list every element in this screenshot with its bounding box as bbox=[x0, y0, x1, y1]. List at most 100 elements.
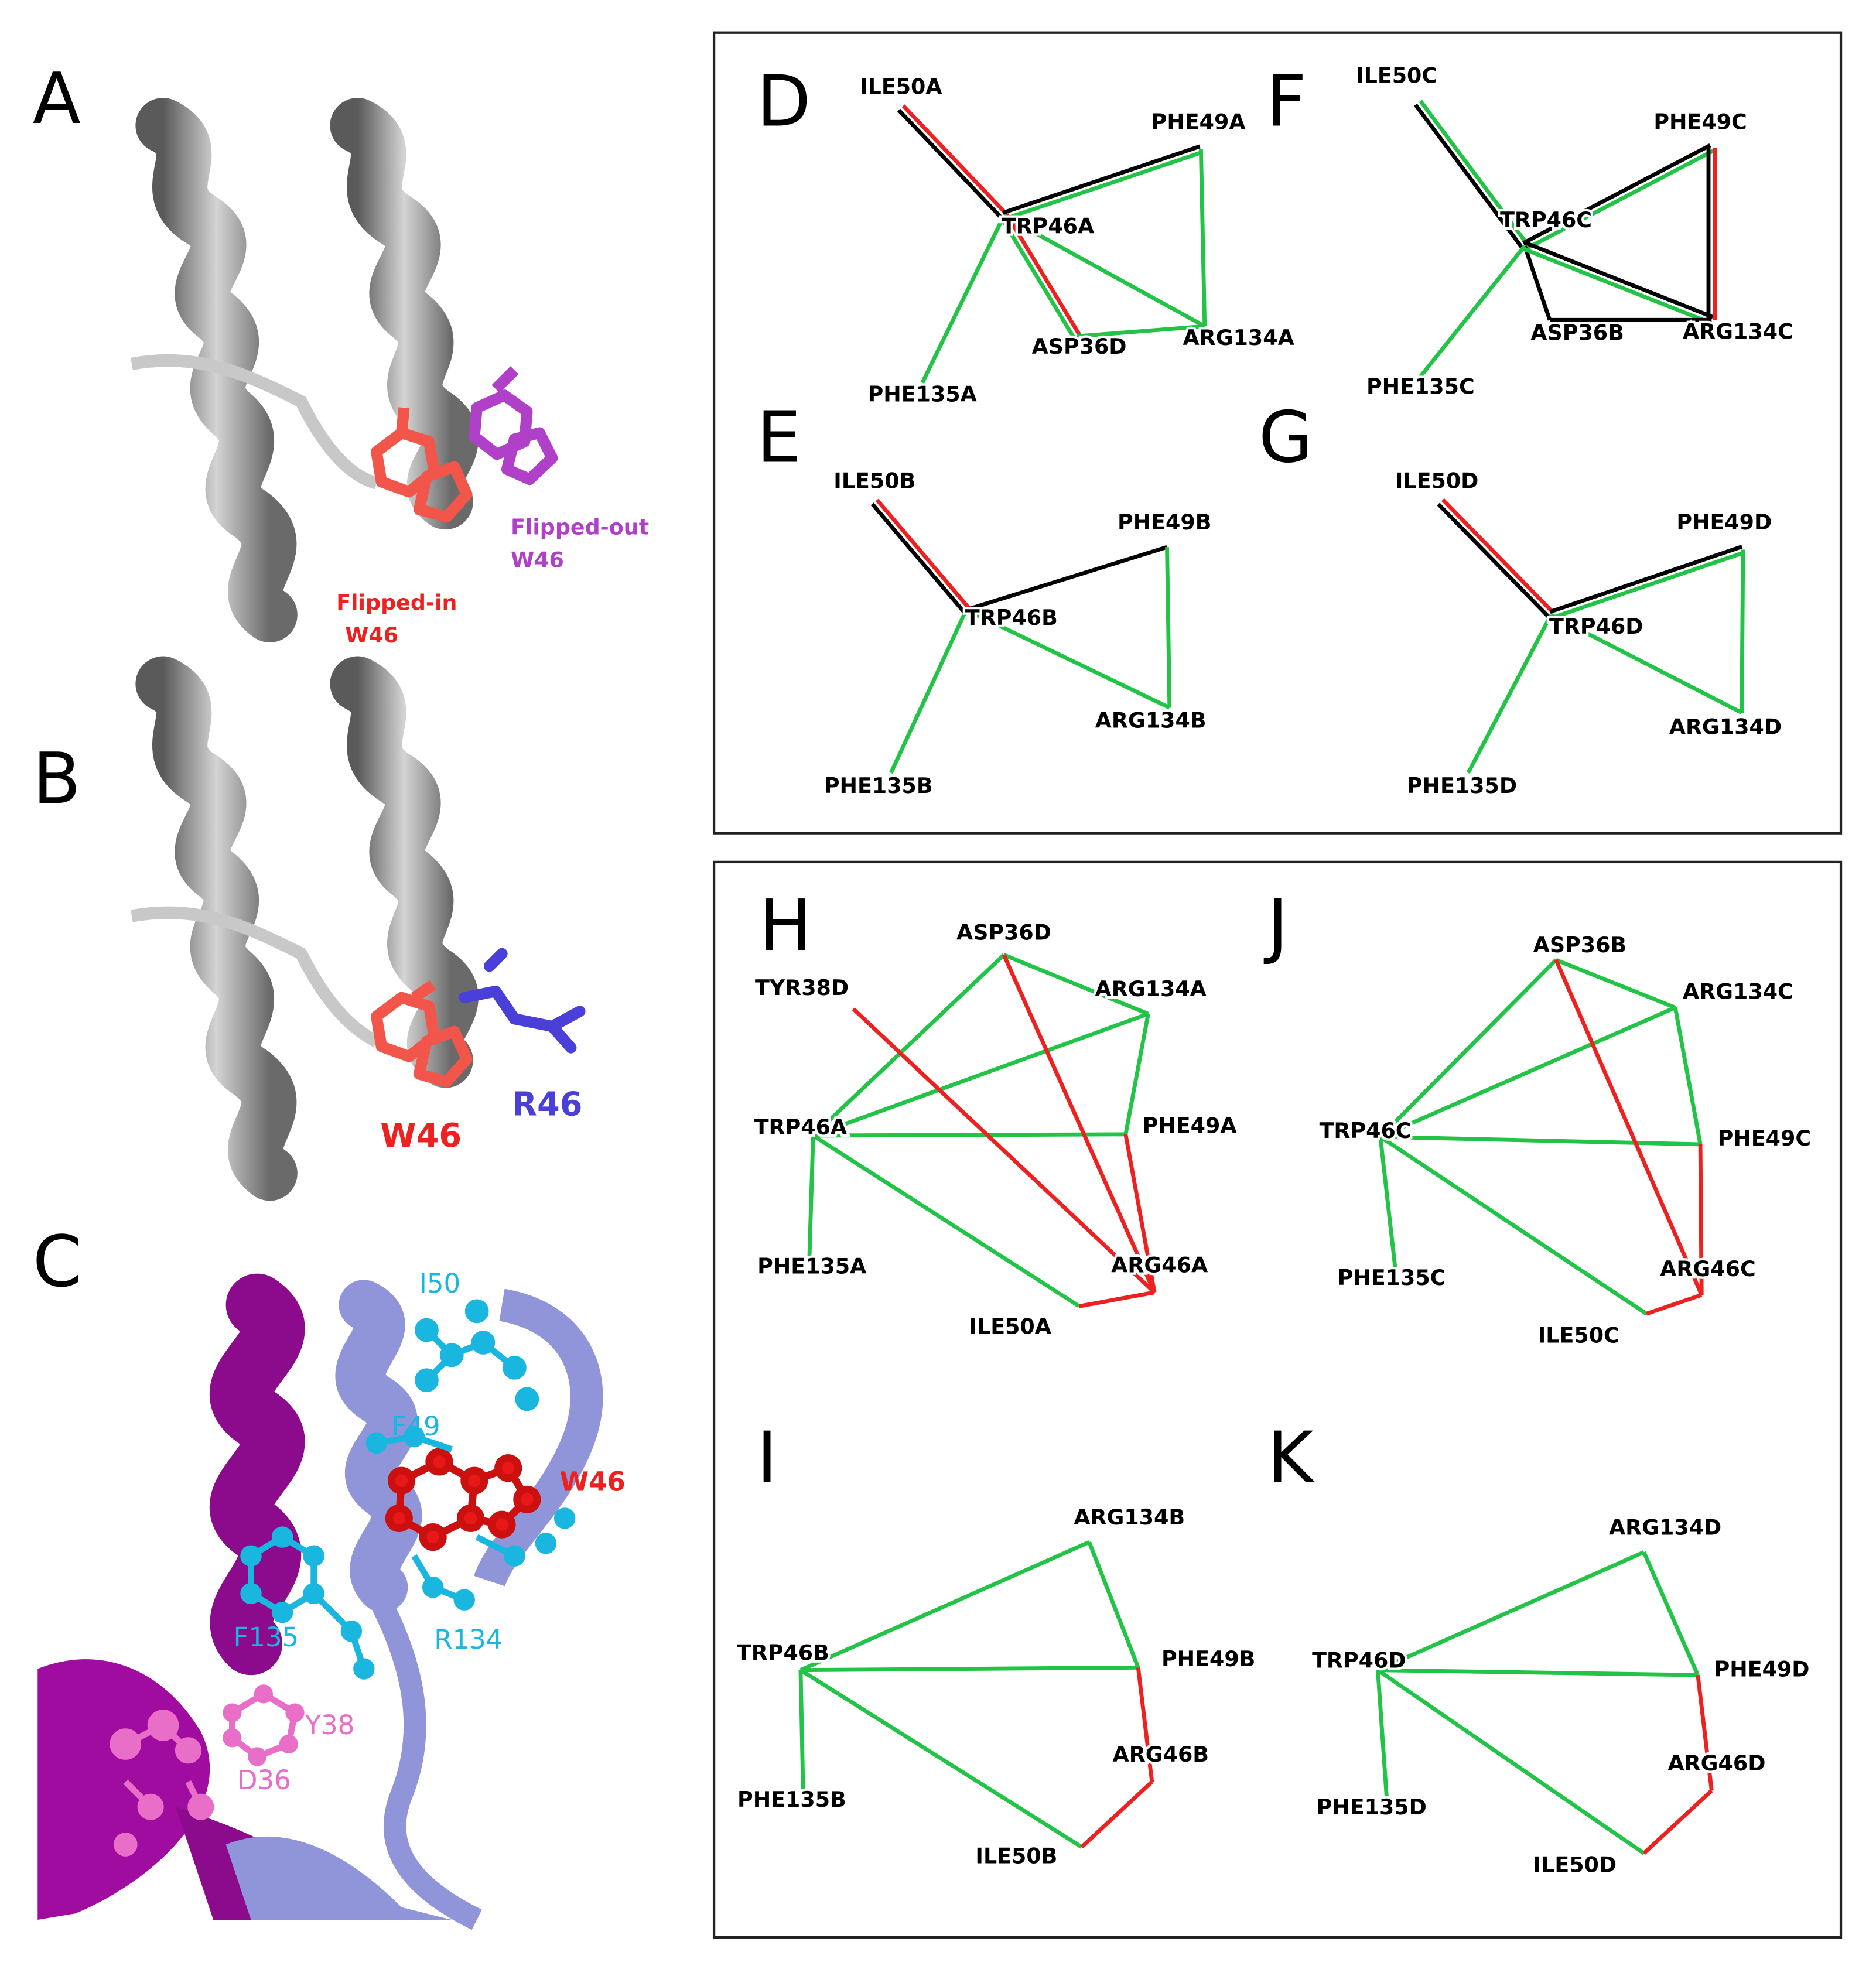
node-i-ile50: ILE50B bbox=[975, 1844, 1057, 1869]
node-g-arg134: ARG134D bbox=[1669, 714, 1782, 739]
panel-letter-i: I bbox=[757, 1417, 777, 1499]
node-j-phe49: PHE49C bbox=[1718, 1126, 1811, 1151]
node-j-arg46: ARG46C bbox=[1660, 1256, 1755, 1281]
w46-residue-b bbox=[371, 980, 473, 1088]
node-f-ile50: ILE50C bbox=[1356, 63, 1437, 88]
panel-letter-b: B bbox=[33, 739, 81, 820]
panel-b-structure bbox=[131, 656, 586, 1201]
edge-k-trp46-arg134 bbox=[1377, 1550, 1645, 1672]
flipped-out-w46-residue bbox=[469, 366, 558, 486]
y38-label: Y38 bbox=[305, 1710, 355, 1741]
node-f-arg134: ARG134C bbox=[1683, 319, 1793, 344]
pink-residues bbox=[110, 1684, 305, 1857]
edge-f-trp46-phe49 bbox=[1525, 149, 1714, 251]
node-g-trp46: TRP46D bbox=[1549, 614, 1643, 639]
node-d-ile50: ILE50A bbox=[860, 74, 942, 100]
panel-letter-g: G bbox=[1259, 397, 1313, 478]
edge-d-trp46-asp36 bbox=[999, 216, 1076, 339]
node-h-arg46: ARG46A bbox=[1111, 1252, 1208, 1277]
edge-j-asp36-arg134 bbox=[1555, 958, 1676, 1010]
node-k-phe49: PHE49D bbox=[1714, 1656, 1810, 1681]
edge-i-trp46-phe135 bbox=[798, 1670, 805, 1792]
edge-k-phe49-arg46 bbox=[1696, 1674, 1714, 1791]
edge-e-phe49-arg134 bbox=[1165, 547, 1172, 708]
edge-g-trp46-ile50 bbox=[1437, 502, 1550, 618]
panel-letter-c: C bbox=[33, 1222, 82, 1303]
edge-j-arg46-ile50 bbox=[1645, 1293, 1703, 1316]
edge-h-trp46-arg134 bbox=[812, 1011, 1149, 1138]
node-d-phe49: PHE49A bbox=[1151, 110, 1246, 135]
f135-label: F135 bbox=[234, 1622, 299, 1653]
edge-e-trp46-phe135 bbox=[889, 608, 968, 774]
edge-d-phe49-arg134 bbox=[1198, 149, 1207, 327]
node-j-arg134: ARG134C bbox=[1683, 979, 1793, 1004]
edge-h-arg46-ile50 bbox=[1078, 1290, 1155, 1308]
node-f-phe49: PHE49C bbox=[1653, 110, 1747, 135]
w46-ball-stick bbox=[385, 1448, 541, 1551]
edge-h-tyr38-arg46 bbox=[852, 1007, 1156, 1294]
flipped-out-label-line2: W46 bbox=[511, 547, 564, 572]
panel-letter-h: H bbox=[759, 886, 812, 967]
cyan-residues bbox=[240, 1299, 576, 1680]
edge-i-trp46-phe49 bbox=[800, 1665, 1139, 1673]
network-box-bottom bbox=[712, 860, 1843, 1939]
edge-f-trp46-asp36 bbox=[1522, 245, 1552, 321]
helix-right-a bbox=[330, 98, 479, 530]
node-i-arg46: ARG46B bbox=[1113, 1742, 1209, 1767]
panel-c-structure bbox=[37, 1273, 603, 1930]
flipped-in-label-line1: Flipped-in bbox=[336, 590, 457, 615]
network-box-top bbox=[712, 31, 1843, 835]
edge-g-trp46-phe49 bbox=[1551, 551, 1745, 620]
node-j-trp46: TRP46C bbox=[1320, 1118, 1412, 1143]
edge-j-phe49-arg46 bbox=[1698, 1144, 1704, 1295]
node-i-trp46: TRP46B bbox=[737, 1640, 829, 1666]
node-g-phe49: PHE49D bbox=[1676, 510, 1772, 535]
panel-letter-k: K bbox=[1267, 1417, 1315, 1499]
edge-d-asp36-arg134 bbox=[1076, 324, 1205, 339]
flipped-in-w46-residue bbox=[371, 407, 473, 523]
flipped-out-label-line1: Flipped-out bbox=[511, 515, 649, 540]
edge-g-phe49-arg134 bbox=[1740, 549, 1745, 713]
node-f-trp46: TRP46C bbox=[1500, 207, 1592, 233]
edge-g-trp46-arg134 bbox=[1550, 613, 1743, 714]
chain-lavender-tail bbox=[373, 1601, 482, 1930]
panel-letter-j: J bbox=[1263, 886, 1288, 967]
node-h-tyr38: TYR38D bbox=[755, 975, 849, 1000]
r46-residue-b bbox=[459, 948, 586, 1054]
edge-k-arg134-phe49 bbox=[1642, 1551, 1700, 1676]
edge-k-trp46-ile50 bbox=[1376, 1668, 1645, 1855]
node-h-asp36: ASP36D bbox=[956, 920, 1051, 945]
node-h-trp46: TRP46A bbox=[754, 1115, 847, 1140]
edge-k-trp46-phe135 bbox=[1376, 1670, 1389, 1797]
flipped-in-label-line2: W46 bbox=[345, 623, 398, 648]
edge-f-trp46-arg134 bbox=[1525, 241, 1714, 319]
edge-g-trp46-phe135 bbox=[1466, 614, 1553, 774]
edge-h-trp46-phe49 bbox=[813, 1132, 1126, 1138]
edge-i-phe49-arg46 bbox=[1136, 1667, 1154, 1782]
panel-letter-f: F bbox=[1266, 61, 1307, 142]
node-f-asp36: ASP36B bbox=[1530, 320, 1624, 346]
edge-k-trp46-phe49 bbox=[1378, 1668, 1698, 1677]
edge-j-trp46-arg134 bbox=[1379, 1006, 1676, 1139]
helix-right-b bbox=[330, 656, 479, 1088]
edge-d-trp46-ile50 bbox=[897, 108, 1003, 220]
node-i-arg134: ARG134B bbox=[1074, 1505, 1185, 1530]
node-k-trp46: TRP46D bbox=[1312, 1647, 1406, 1673]
node-e-phe135: PHE135B bbox=[824, 773, 933, 798]
node-k-arg134: ARG134D bbox=[1609, 1515, 1721, 1540]
edge-h-arg134-phe49 bbox=[1123, 1013, 1150, 1135]
edge-j-arg134-phe49 bbox=[1673, 1007, 1703, 1145]
node-h-arg134: ARG134A bbox=[1095, 976, 1207, 1001]
node-e-ile50: ILE50B bbox=[833, 468, 915, 493]
edge-f-trp46-arg134 bbox=[1522, 247, 1711, 325]
edge-k-arg46-ile50 bbox=[1642, 1789, 1713, 1855]
edge-h-phe49-arg46 bbox=[1123, 1134, 1157, 1293]
